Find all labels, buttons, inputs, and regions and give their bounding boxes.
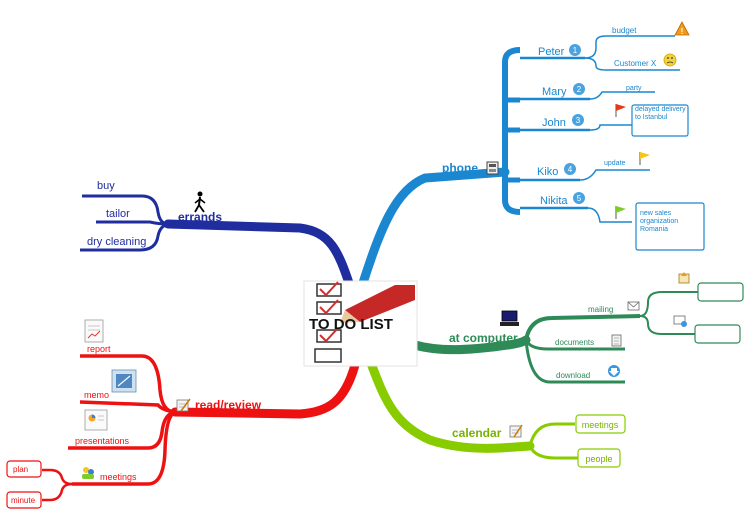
- read-item-report: report: [87, 344, 111, 354]
- calendar-icon: [509, 424, 523, 438]
- svg-text:1: 1: [573, 46, 578, 55]
- presentation-icon: [84, 409, 108, 431]
- errands-branch: errands buy tailor dry cleaning: [80, 180, 355, 291]
- read-review-branch: read/review report memo presentat: [6, 319, 360, 509]
- central-topic-title: TO DO LIST: [309, 316, 393, 333]
- checkbox-icon: [316, 281, 342, 297]
- mail-icon: [673, 315, 687, 327]
- svg-text:5: 5: [577, 194, 582, 203]
- phone-branch: phone Peter 1 Mary 2 John 3 Kiko 4 Nikit…: [357, 21, 705, 291]
- computer-item-download: download: [556, 371, 590, 380]
- empty-topic-box: [694, 324, 741, 344]
- green-flag-icon: [615, 206, 626, 219]
- calendar-meetings-box: [575, 414, 626, 434]
- red-flag-icon: [615, 104, 626, 117]
- meetings-item-plan: plan: [13, 465, 28, 474]
- person-name-mary: Mary: [542, 86, 567, 98]
- memo-icon: [111, 369, 137, 393]
- errands-label: errands: [178, 210, 222, 224]
- meetings-item-minute: minute: [11, 496, 36, 505]
- checkbox-icon: [316, 299, 342, 315]
- calendar-label: calendar: [452, 426, 502, 440]
- mail-icon: [678, 272, 690, 284]
- central-topic: TO DO LIST: [303, 280, 418, 367]
- svg-text:!: !: [681, 27, 684, 36]
- computer-icon: [500, 310, 519, 326]
- phone-subitem-customer-x: Customer X: [614, 59, 657, 68]
- person-name-nikita: Nikita: [540, 195, 568, 207]
- calendar-item-people: people: [585, 454, 612, 464]
- errands-item-tailor: tailor: [106, 208, 130, 220]
- number-badge: [569, 44, 581, 56]
- meetings-plan-box: [6, 460, 42, 478]
- read-item-memo: memo: [84, 390, 109, 400]
- checkbox-icon: [316, 327, 342, 343]
- errands-item-buy: buy: [97, 180, 115, 192]
- person-name-peter: Peter: [538, 46, 565, 58]
- phone-label: phone: [442, 161, 478, 175]
- read-review-label: read/review: [195, 398, 262, 412]
- download-icon: [608, 365, 620, 377]
- calendar-people-box: [577, 448, 621, 468]
- phone-subitem-update: update: [604, 160, 626, 167]
- number-badge: [573, 192, 585, 204]
- report-icon: [84, 319, 104, 343]
- at-computer-label: at computer: [449, 331, 518, 345]
- phone-subitem-delayed-delivery: delayed delivery to Istanbul: [635, 106, 686, 121]
- note-box: [631, 104, 689, 137]
- pencil-icon: [345, 285, 415, 322]
- read-item-meetings: meetings: [100, 472, 137, 482]
- svg-text:4: 4: [568, 165, 573, 174]
- yellow-flag-icon: [639, 152, 650, 165]
- document-icon: [611, 334, 622, 347]
- sad-face-icon: [663, 53, 677, 67]
- number-badge: [572, 114, 584, 126]
- empty-topic-box: [697, 282, 744, 302]
- computer-item-documents: documents: [555, 338, 594, 347]
- phone-subitem-new-sales-org: new sales organization Romania: [640, 210, 679, 233]
- calendar-branch: calendar meetings people: [367, 361, 626, 468]
- at-computer-branch: at computer mailing documents download: [410, 272, 744, 384]
- mail-icon: [627, 301, 640, 311]
- meetings-minute-box: [6, 491, 42, 509]
- computer-item-mailing: mailing: [588, 305, 613, 314]
- phone-subitem-budget: budget: [612, 26, 637, 35]
- number-badge: [564, 163, 576, 175]
- svg-text:2: 2: [577, 85, 582, 94]
- warning-icon: !: [674, 21, 690, 36]
- person-name-john: John: [542, 117, 566, 129]
- phone-subitem-party: party: [626, 85, 642, 92]
- svg-text:3: 3: [576, 116, 581, 125]
- note-box: [635, 202, 705, 251]
- checkbox-icon: [314, 348, 342, 363]
- meetings-icon: [82, 467, 94, 479]
- person-name-kiko: Kiko: [537, 166, 558, 178]
- calendar-item-meetings: meetings: [582, 420, 619, 430]
- walking-person-icon: [194, 191, 206, 213]
- number-badge: [573, 83, 585, 95]
- phone-icon: [486, 161, 499, 175]
- read-review-icon: [176, 398, 191, 412]
- read-item-presentations: presentations: [75, 436, 130, 446]
- errands-item-dry-cleaning: dry cleaning: [87, 236, 146, 248]
